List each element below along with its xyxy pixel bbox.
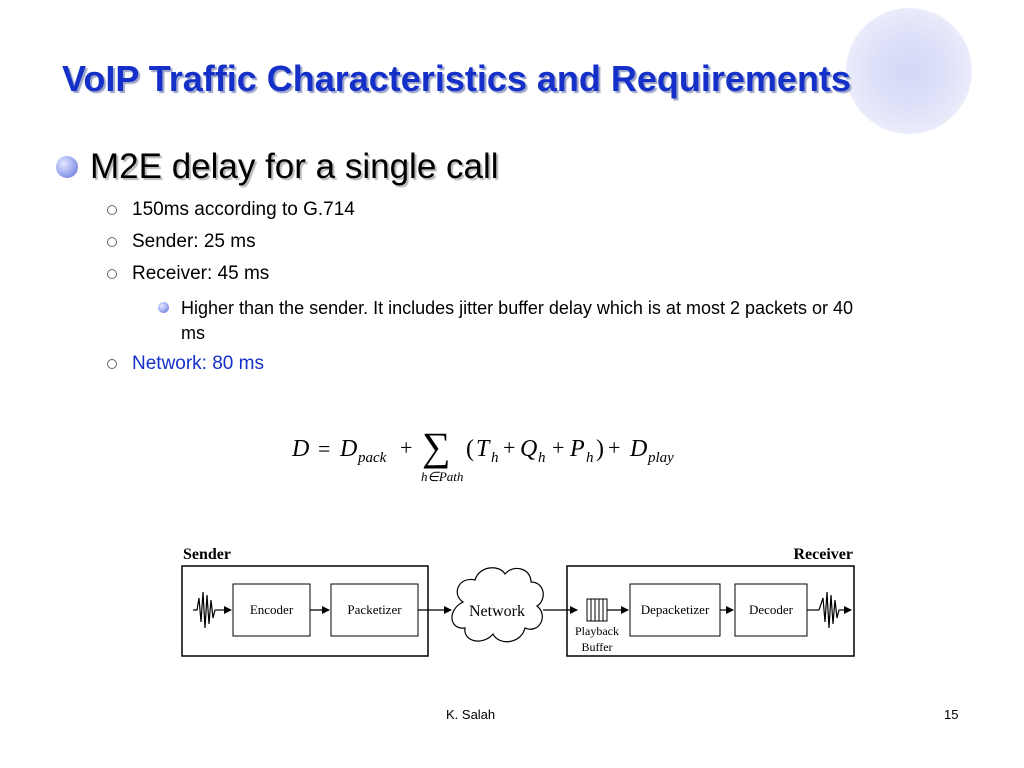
audio-wave-icon: [193, 591, 216, 629]
eq-D-play: D: [629, 436, 647, 462]
hollow-circle-bullet-icon: [107, 359, 117, 369]
footer-author: K. Salah: [446, 707, 496, 722]
sub-bullet-network: Network: 80 ms: [107, 353, 264, 375]
delay-equation: D = D pack + ∑ h∈Path ( T h + Q h + P h …: [291, 424, 674, 484]
sender-box: [181, 565, 429, 657]
eq-plus: +: [552, 435, 564, 460]
eq-plus: +: [400, 435, 412, 460]
encoder-label: Encoder: [250, 602, 294, 617]
eq-D-play-sub: play: [647, 450, 674, 466]
packetizer-label: Packetizer: [347, 602, 402, 617]
sub-bullet-sender: Sender: 25 ms: [107, 231, 256, 253]
sub-bullet-text: Network: 80 ms: [132, 353, 264, 374]
encoder-block: [232, 583, 311, 637]
sub-bullet-text: 150ms according to G.714: [132, 199, 355, 220]
network-label: Network: [469, 603, 525, 620]
network-cloud: [451, 567, 544, 643]
hollow-circle-bullet-icon: [107, 269, 117, 279]
eq-D-pack-sub: pack: [357, 450, 387, 466]
eq-D-pack: D: [339, 436, 357, 462]
receiver-box: [566, 565, 855, 657]
decorative-circle: [846, 8, 972, 134]
depacketizer-label: Depacketizer: [641, 602, 710, 617]
eq-T-sub: h: [491, 450, 499, 466]
sub-sub-bullet-text: Higher than the sender. It includes jitt…: [181, 298, 854, 343]
sub-bullet-g714: 150ms according to G.714: [107, 199, 355, 221]
eq-plus: +: [608, 435, 620, 460]
sub-bullet-receiver: Receiver: 45 ms: [107, 263, 269, 285]
playback-buffer-label-2: Buffer: [581, 640, 612, 654]
sender-label: Sender: [183, 546, 231, 563]
eq-open-paren: (: [466, 436, 474, 462]
hollow-circle-bullet-icon: [107, 205, 117, 215]
eq-D: D: [291, 436, 309, 462]
bullet-level1: M2E delay for a single call: [56, 147, 499, 187]
depacketizer-block: [629, 583, 721, 637]
bullet-dot-icon: [158, 302, 169, 313]
hollow-circle-bullet-icon: [107, 237, 117, 247]
eq-sum-sub: h∈Path: [421, 469, 463, 484]
sub-sub-bullet-receiver-note: Higher than the sender. It includes jitt…: [158, 296, 861, 346]
eq-sigma: ∑: [422, 424, 451, 469]
eq-Q-sub: h: [538, 450, 546, 466]
page-number: 15: [944, 707, 959, 722]
eq-equals: =: [318, 436, 330, 461]
playback-buffer-label-1: Playback: [575, 624, 619, 638]
slide-title: VoIP Traffic Characteristics and Require…: [62, 58, 851, 99]
eq-close-paren: ): [596, 436, 604, 462]
bullet-text: M2E delay for a single call: [90, 147, 499, 186]
playback-buffer-icon: [586, 598, 608, 622]
eq-T: T: [476, 436, 491, 462]
receiver-label: Receiver: [793, 546, 853, 563]
sub-bullet-text: Receiver: 45 ms: [132, 263, 270, 284]
bullet-dot-icon: [56, 156, 78, 178]
voip-path-diagram: Sender Receiver Encoder Packetizer Netwo…: [181, 546, 855, 657]
eq-Q: Q: [520, 436, 537, 462]
audio-wave-icon: [818, 591, 840, 629]
decoder-block: [734, 583, 808, 637]
eq-P-sub: h: [586, 450, 594, 466]
decoder-label: Decoder: [749, 602, 794, 617]
sub-bullet-text: Sender: 25 ms: [132, 231, 256, 252]
eq-P: P: [569, 436, 585, 462]
eq-plus: +: [503, 435, 515, 460]
